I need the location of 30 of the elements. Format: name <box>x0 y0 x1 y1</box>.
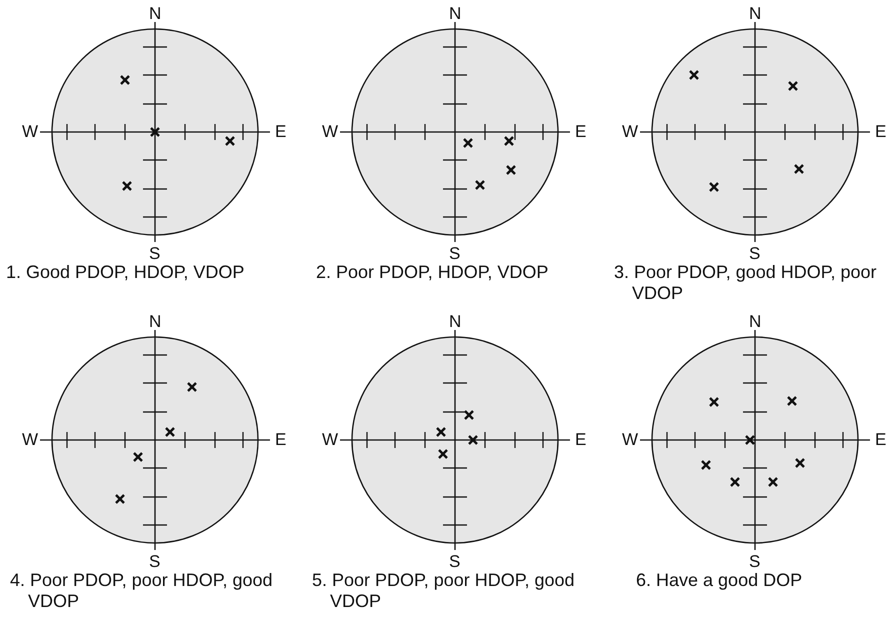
plot-caption: 1. Good PDOP, HDOP, VDOP <box>6 262 246 283</box>
direction-letter: N <box>449 4 462 24</box>
direction-letter: S <box>149 552 160 572</box>
plot-caption: 6. Have a good DOP <box>636 570 804 591</box>
direction-letter: N <box>749 4 762 24</box>
direction-letter: E <box>575 430 586 450</box>
direction-letter: S <box>749 244 760 264</box>
plot-caption: 2. Poor PDOP, HDOP, VDOP <box>316 262 550 283</box>
direction-letter: S <box>149 244 160 264</box>
direction-letter: S <box>449 552 460 572</box>
direction-letter: N <box>449 312 462 332</box>
direction-letter: S <box>749 552 760 572</box>
plot-caption: 4. Poor PDOP, poor HDOP, good VDOP <box>10 570 274 612</box>
plot-caption: 3. Poor PDOP, good HDOP, poor VDOP <box>614 262 878 304</box>
direction-letter: W <box>322 430 338 450</box>
direction-letter: E <box>275 430 286 450</box>
plot-caption: 5. Poor PDOP, poor HDOP, good VDOP <box>312 570 576 612</box>
direction-letter: E <box>575 122 586 142</box>
direction-letter: N <box>749 312 762 332</box>
direction-letter: E <box>875 430 886 450</box>
direction-letter: E <box>875 122 886 142</box>
direction-letter: N <box>149 4 162 24</box>
direction-letter: W <box>322 122 338 142</box>
direction-letter: W <box>622 122 638 142</box>
direction-letter: E <box>275 122 286 142</box>
direction-letter: S <box>449 244 460 264</box>
direction-letter: W <box>22 430 38 450</box>
direction-letter: W <box>22 122 38 142</box>
direction-letter: W <box>622 430 638 450</box>
direction-letter: N <box>149 312 162 332</box>
